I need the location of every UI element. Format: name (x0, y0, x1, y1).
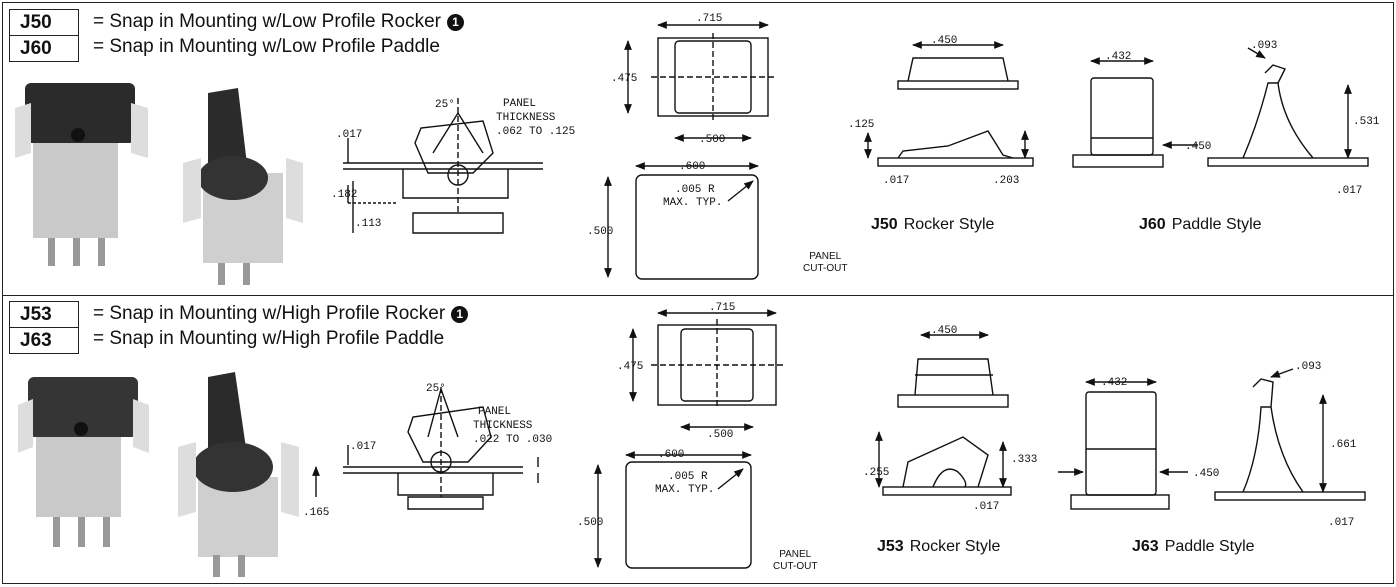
part-descriptions: = Snap in Mounting w/High Profile Rocker… (93, 301, 469, 351)
dim-017: .017 (350, 441, 376, 453)
dim-715: .715 (709, 302, 735, 314)
dim-715: .715 (696, 13, 722, 25)
thickness-label: THICKNESS (473, 420, 533, 432)
paddle-dim-017: .017 (1336, 185, 1362, 197)
dim-600: .600 (658, 449, 684, 461)
paddle-dim-450: .450 (1185, 141, 1211, 153)
radius-label: .005 R (675, 184, 715, 196)
paddle-switch-photo (183, 88, 303, 285)
dim-165: .165 (303, 507, 329, 519)
dim-600: .600 (679, 161, 705, 173)
thickness-range: .062 TO .125 (496, 126, 575, 138)
paddle-dim-661: .661 (1330, 439, 1357, 451)
description-line: = Snap in Mounting w/High Profile Rocker (93, 303, 446, 324)
max-typ-label: MAX. TYP. (663, 197, 722, 209)
part-code: J60 (10, 35, 78, 61)
paddle-dim-432: .432 (1101, 377, 1127, 389)
rocker-switch-photo (18, 377, 149, 547)
panel-cutout-label: PANEL CUT-OUT (773, 549, 818, 572)
section-low-profile: 25° PANEL THICKNESS .062 TO .125 .017 .1… (3, 3, 1393, 293)
part-code: J63 (10, 327, 78, 353)
part-descriptions: = Snap in Mounting w/Low Profile Rocker 1… (93, 9, 464, 59)
dim-475: .475 (611, 73, 637, 85)
dim-182: .182 (331, 189, 357, 201)
high-profile-drawings: 25° PANEL THICKNESS .022 TO .030 .017 .1… (18, 302, 1366, 577)
rocker-dim-450: .450 (931, 35, 957, 47)
paddle-dim-093: .093 (1295, 361, 1321, 373)
description-line: = Snap in Mounting w/Low Profile Paddle (93, 36, 440, 57)
paddle-switch-photo (178, 372, 299, 577)
dim-500-height: .500 (577, 517, 603, 529)
rocker-dim-017: .017 (973, 501, 999, 513)
panel-label: PANEL (503, 98, 536, 110)
mounting-section-drawing (343, 98, 543, 234)
thickness-range: .022 TO .030 (473, 434, 552, 446)
part-code: J53 (20, 304, 52, 325)
rocker-dim-255: .255 (863, 467, 889, 479)
panel-label: PANEL (478, 406, 511, 418)
paddle-style-drawing (1072, 47, 1369, 168)
rocker-dim-125: .125 (848, 119, 874, 131)
paddle-dim-531: .531 (1353, 116, 1380, 128)
front-view (624, 21, 775, 142)
angle-label: 25° (435, 99, 455, 111)
dim-475: .475 (617, 361, 643, 373)
mounting-section-drawing (312, 387, 539, 510)
dim-500-width: .500 (699, 134, 725, 146)
front-view (629, 309, 783, 431)
note-marker-icon: 1 (451, 306, 469, 323)
dim-017: .017 (336, 129, 362, 141)
paddle-dim-450: .450 (1193, 468, 1219, 480)
paddle-dim-017: .017 (1328, 517, 1354, 529)
rocker-style-drawing (875, 331, 1012, 496)
paddle-dim-432: .432 (1105, 51, 1131, 63)
part-code: J50 (20, 12, 52, 33)
rocker-style-drawing (864, 41, 1034, 167)
section-high-profile: 25° PANEL THICKNESS .022 TO .030 .017 .1… (3, 297, 1393, 587)
section-divider (3, 295, 1393, 296)
rocker-dim-017: .017 (883, 175, 909, 187)
note-marker-icon: 1 (446, 14, 464, 31)
max-typ-label: MAX. TYP. (655, 484, 714, 496)
rocker-switch-photo (15, 83, 148, 266)
part-codes: J53 J63 (9, 301, 79, 354)
paddle-style-drawing (1058, 368, 1366, 510)
dim-113: .113 (355, 218, 381, 230)
part-codes: J50 J60 (9, 9, 79, 62)
dim-500-height: .500 (587, 226, 613, 238)
panel-cutout-label: PANEL CUT-OUT (803, 251, 848, 274)
dim-500-width: .500 (707, 429, 733, 441)
description-line: = Snap in Mounting w/Low Profile Rocker (93, 11, 441, 32)
angle-label: 25° (426, 383, 446, 395)
rocker-dim-203: .203 (993, 175, 1019, 187)
thickness-label: THICKNESS (496, 112, 556, 124)
rocker-dim-333: .333 (1011, 454, 1037, 466)
panel-cutout-drawing (594, 451, 752, 569)
description-line: = Snap in Mounting w/High Profile Paddle (93, 328, 445, 349)
radius-label: .005 R (668, 471, 708, 483)
low-profile-drawings: 25° PANEL THICKNESS .062 TO .125 .017 .1… (15, 13, 1380, 285)
paddle-dim-093: .093 (1251, 40, 1277, 52)
panel-cutout-drawing (604, 162, 759, 280)
rocker-dim-450: .450 (931, 325, 957, 337)
